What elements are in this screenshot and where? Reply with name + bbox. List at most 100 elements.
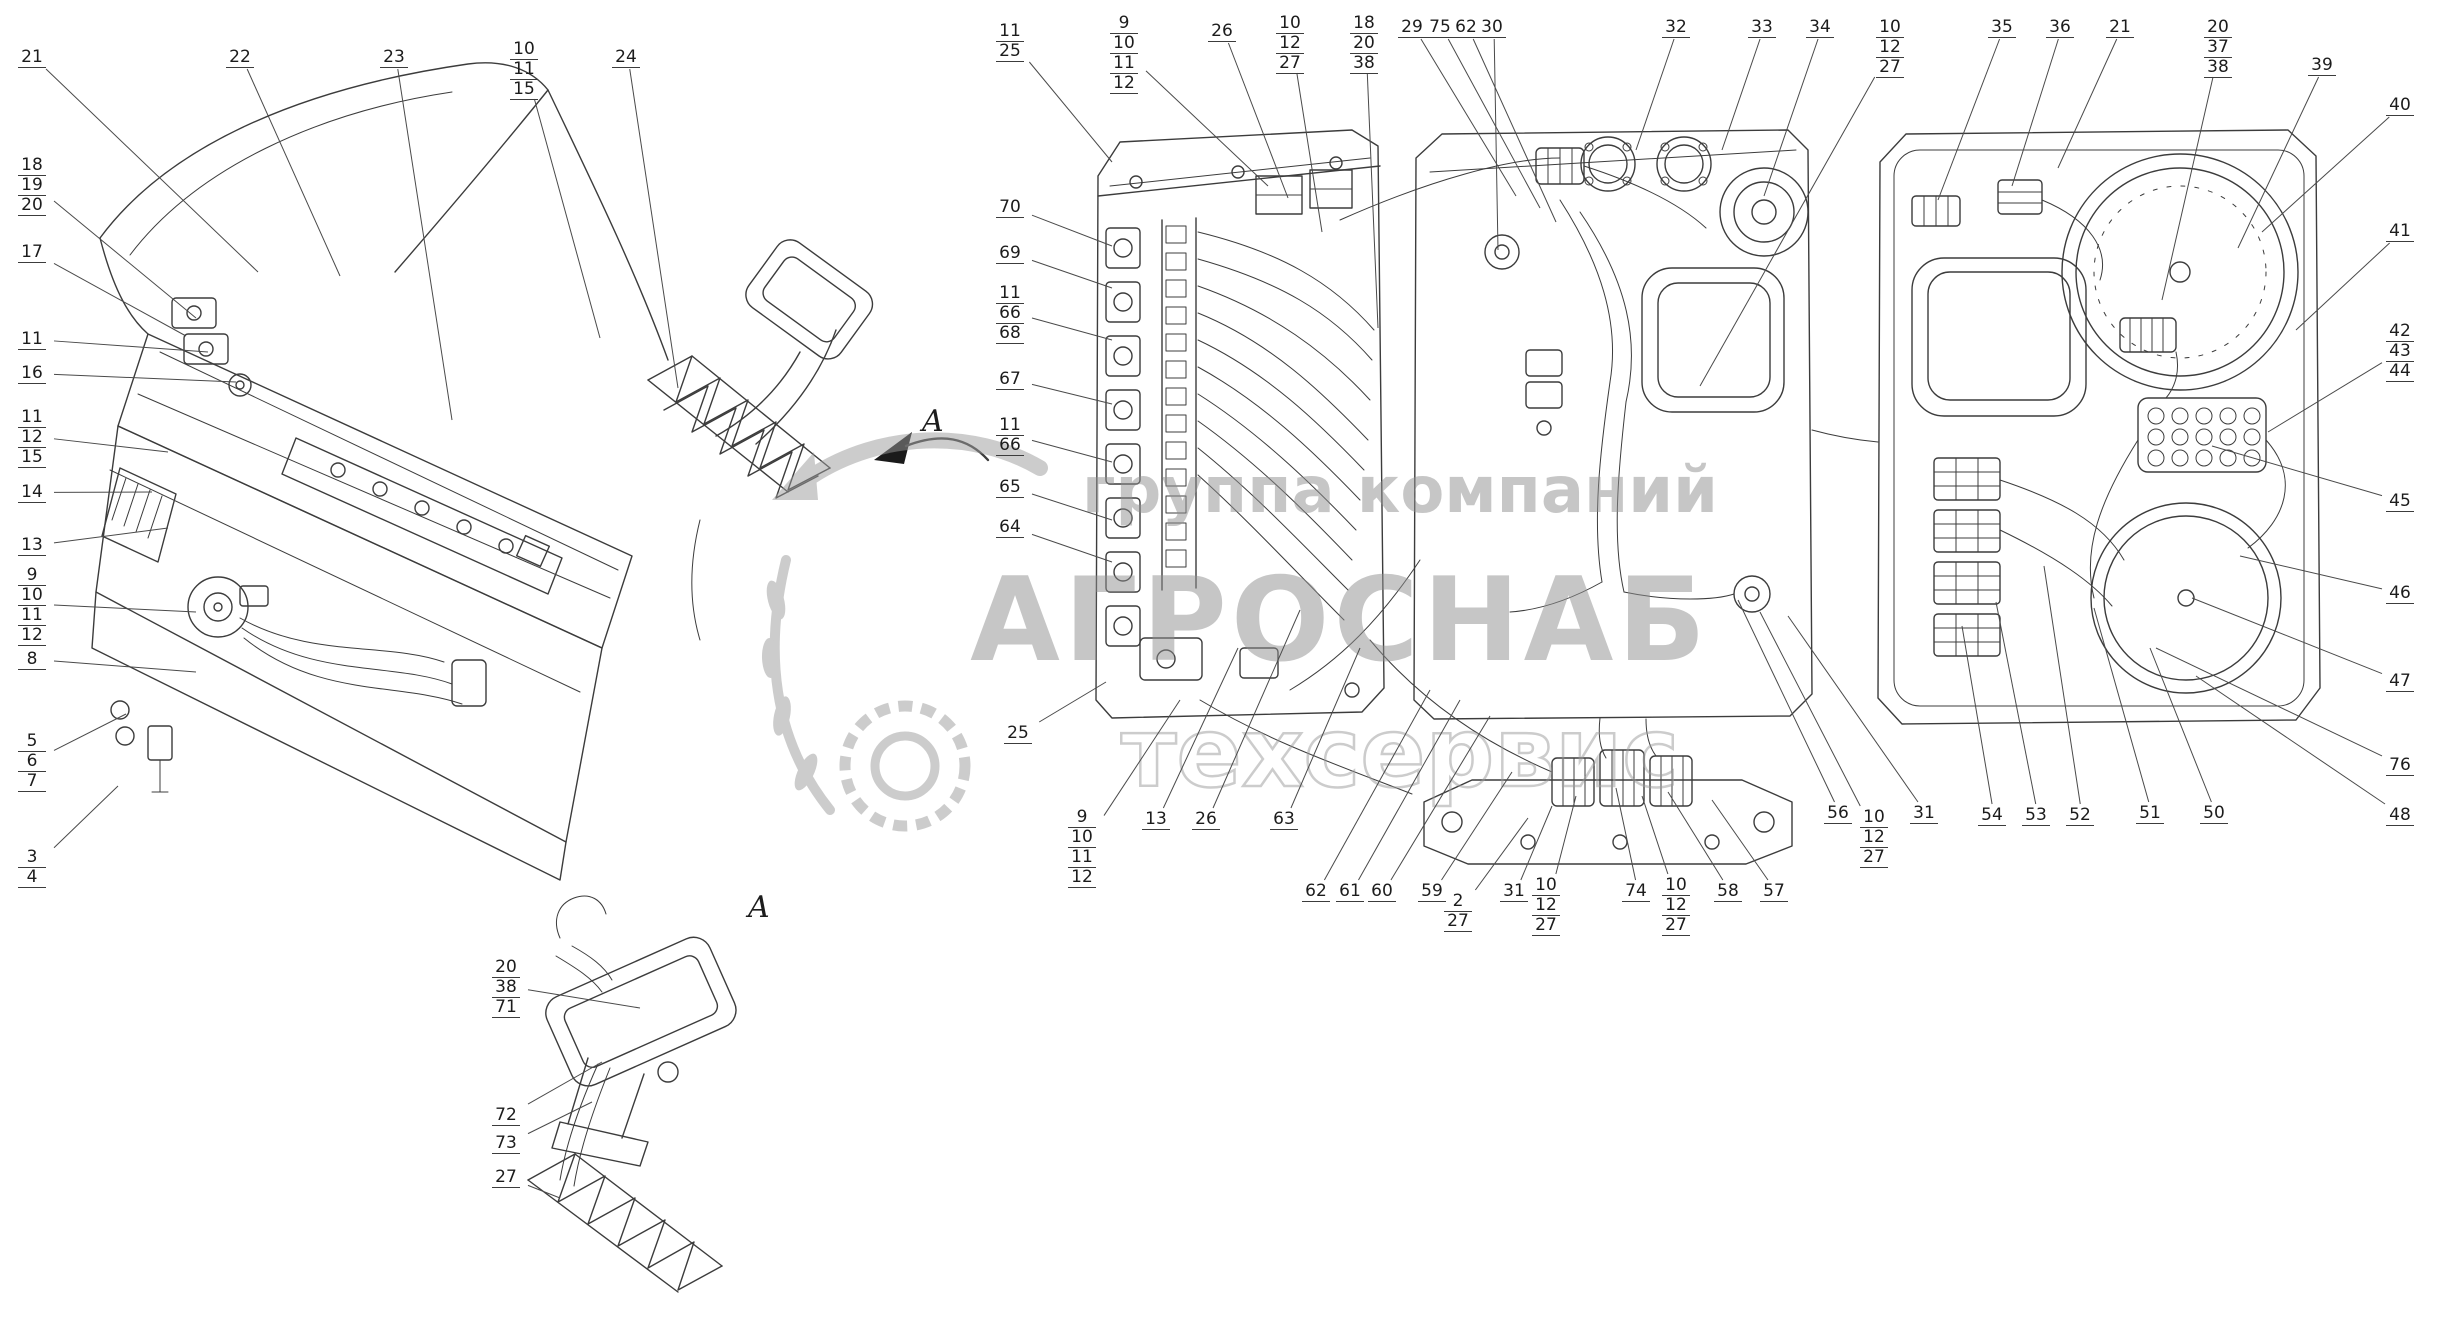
leader-line: [1447, 38, 1541, 209]
callout-24: 24: [612, 48, 640, 68]
callout-number: 45: [2386, 492, 2414, 512]
callout-number: 62: [1302, 882, 1330, 902]
callout-number: 20: [18, 196, 46, 216]
callout-number: 21: [18, 48, 46, 68]
callout-67: 67: [996, 370, 1024, 390]
callout-number: 11: [1068, 848, 1096, 868]
leader-line: [1937, 38, 2001, 201]
callout-number: 21: [2106, 18, 2134, 38]
callout-number: 20: [2204, 18, 2232, 38]
watermark-line2: АГРОСНАБ: [970, 553, 1710, 688]
callout-62: 62: [1302, 882, 1330, 902]
leader-line: [1162, 647, 1239, 809]
view-label-A: A: [748, 890, 770, 925]
leader-line: [2267, 362, 2383, 433]
leader-line: [53, 660, 197, 673]
callout-number: 56: [1824, 804, 1852, 824]
callout-number: 33: [1748, 18, 1776, 38]
callout-number: 12: [1532, 896, 1560, 916]
callout-17: 17: [18, 243, 46, 263]
leader-line: [1031, 533, 1113, 563]
callout-number: 9: [1110, 14, 1138, 34]
watermark-swoosh-arrow: [772, 452, 818, 500]
callout-11: 11: [18, 330, 46, 350]
callout-number: 11: [18, 408, 46, 428]
leader-line: [1366, 72, 1379, 329]
callout-26: 26: [1192, 810, 1220, 830]
callout-number: 31: [1500, 882, 1528, 902]
callout-21: 21: [18, 48, 46, 68]
callout-number: 72: [492, 1106, 520, 1126]
leader-line: [1028, 61, 1113, 163]
callout-number: 12: [18, 428, 46, 448]
callout-number: 58: [1714, 882, 1742, 902]
gauge-large-top: [2061, 153, 2299, 391]
callout-75: 75: [1426, 18, 1454, 38]
leader-line: [1031, 383, 1113, 405]
fuse-relay-panel: [1095, 129, 1561, 719]
callout-number: 10: [18, 586, 46, 606]
leader-line: [2211, 445, 2383, 497]
callout-number: 31: [1910, 804, 1938, 824]
callout-number: 67: [996, 370, 1024, 390]
leader-line: [1737, 599, 1835, 803]
callout-number: 44: [2386, 362, 2414, 382]
callout-number: 12: [1276, 34, 1304, 54]
leader-line: [1721, 38, 1761, 151]
callout-number: 53: [2022, 806, 2050, 826]
callout-number: 3: [18, 848, 46, 868]
bottom-mounting-bracket: [1199, 639, 1793, 865]
leader-line: [533, 98, 601, 339]
callout-number: 10: [1876, 18, 1904, 38]
callout-69: 69: [996, 244, 1024, 264]
callout-number: 59: [1418, 882, 1446, 902]
pedal-pad: [745, 239, 874, 360]
callout-40: 40: [2386, 96, 2414, 116]
leader-line: [397, 68, 453, 421]
callout-number: 12: [1860, 828, 1888, 848]
callout-number: 34: [1806, 18, 1834, 38]
leader-line: [1420, 38, 1517, 197]
leader-line: [1520, 805, 1553, 881]
callout-16: 16: [18, 364, 46, 384]
leader-line: [2155, 647, 2383, 757]
callout-number: 2: [1444, 892, 1472, 912]
instrument-panel-right: [1811, 129, 2321, 725]
callout-number: 20: [1350, 34, 1378, 54]
callout-number: 54: [1978, 806, 2006, 826]
leader-line: [2011, 38, 2059, 187]
callout-13: 13: [18, 536, 46, 556]
leader-line: [1699, 76, 1876, 387]
callout-number: 27: [1532, 916, 1560, 936]
leader-line: [1031, 214, 1113, 247]
callout-number: 38: [2204, 58, 2232, 78]
leader-line: [1390, 715, 1491, 881]
gauge-small-right: [1656, 136, 1712, 192]
watermark: группа компаний АГРОСНАБ техсервис: [761, 432, 1718, 832]
leader-line: [45, 68, 259, 273]
callout-39: 39: [2308, 56, 2336, 76]
callout-22: 22: [226, 48, 254, 68]
callout-number: 66: [996, 304, 1024, 324]
callout-number: 52: [2066, 806, 2094, 826]
callout-number: 27: [1876, 58, 1904, 78]
callout-number: 10: [1276, 14, 1304, 34]
callout-number: 19: [18, 176, 46, 196]
callout-8: 8: [18, 650, 46, 670]
callout-number: 74: [1622, 882, 1650, 902]
callout-number: 18: [18, 156, 46, 176]
callout-27: 27: [492, 1168, 520, 1188]
callout-number: 11: [510, 60, 538, 80]
callout-number: 22: [226, 48, 254, 68]
callout-26: 26: [1208, 22, 1236, 42]
callout-number: 17: [18, 243, 46, 263]
callout-33: 33: [1748, 18, 1776, 38]
leader-line: [53, 785, 119, 849]
